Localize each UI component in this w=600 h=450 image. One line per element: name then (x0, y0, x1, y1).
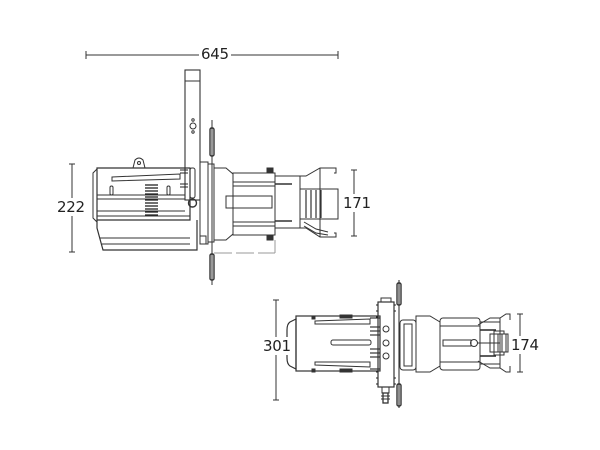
top-view (273, 280, 523, 408)
dim-label-yoke-width: 301 (263, 337, 291, 355)
dim-label-lens-tube-height: 171 (343, 194, 371, 212)
lens-barrel-front-top (477, 313, 511, 373)
side-view (69, 51, 357, 285)
dim-label-body-height: 222 (57, 198, 85, 216)
dim-label-overall-length: 645 (199, 45, 231, 63)
lamp-housing-top (286, 314, 381, 373)
shutter-gate (199, 120, 215, 285)
lens-tube (213, 167, 300, 254)
lens-tube-top (399, 315, 500, 373)
dim-label-lens-tube-width: 174 (511, 336, 539, 354)
yoke-arm (184, 69, 201, 208)
lens-barrel-front (299, 167, 339, 238)
lamp-housing (92, 157, 198, 251)
yoke-top (376, 280, 402, 408)
heat-sink-fins (145, 184, 158, 216)
